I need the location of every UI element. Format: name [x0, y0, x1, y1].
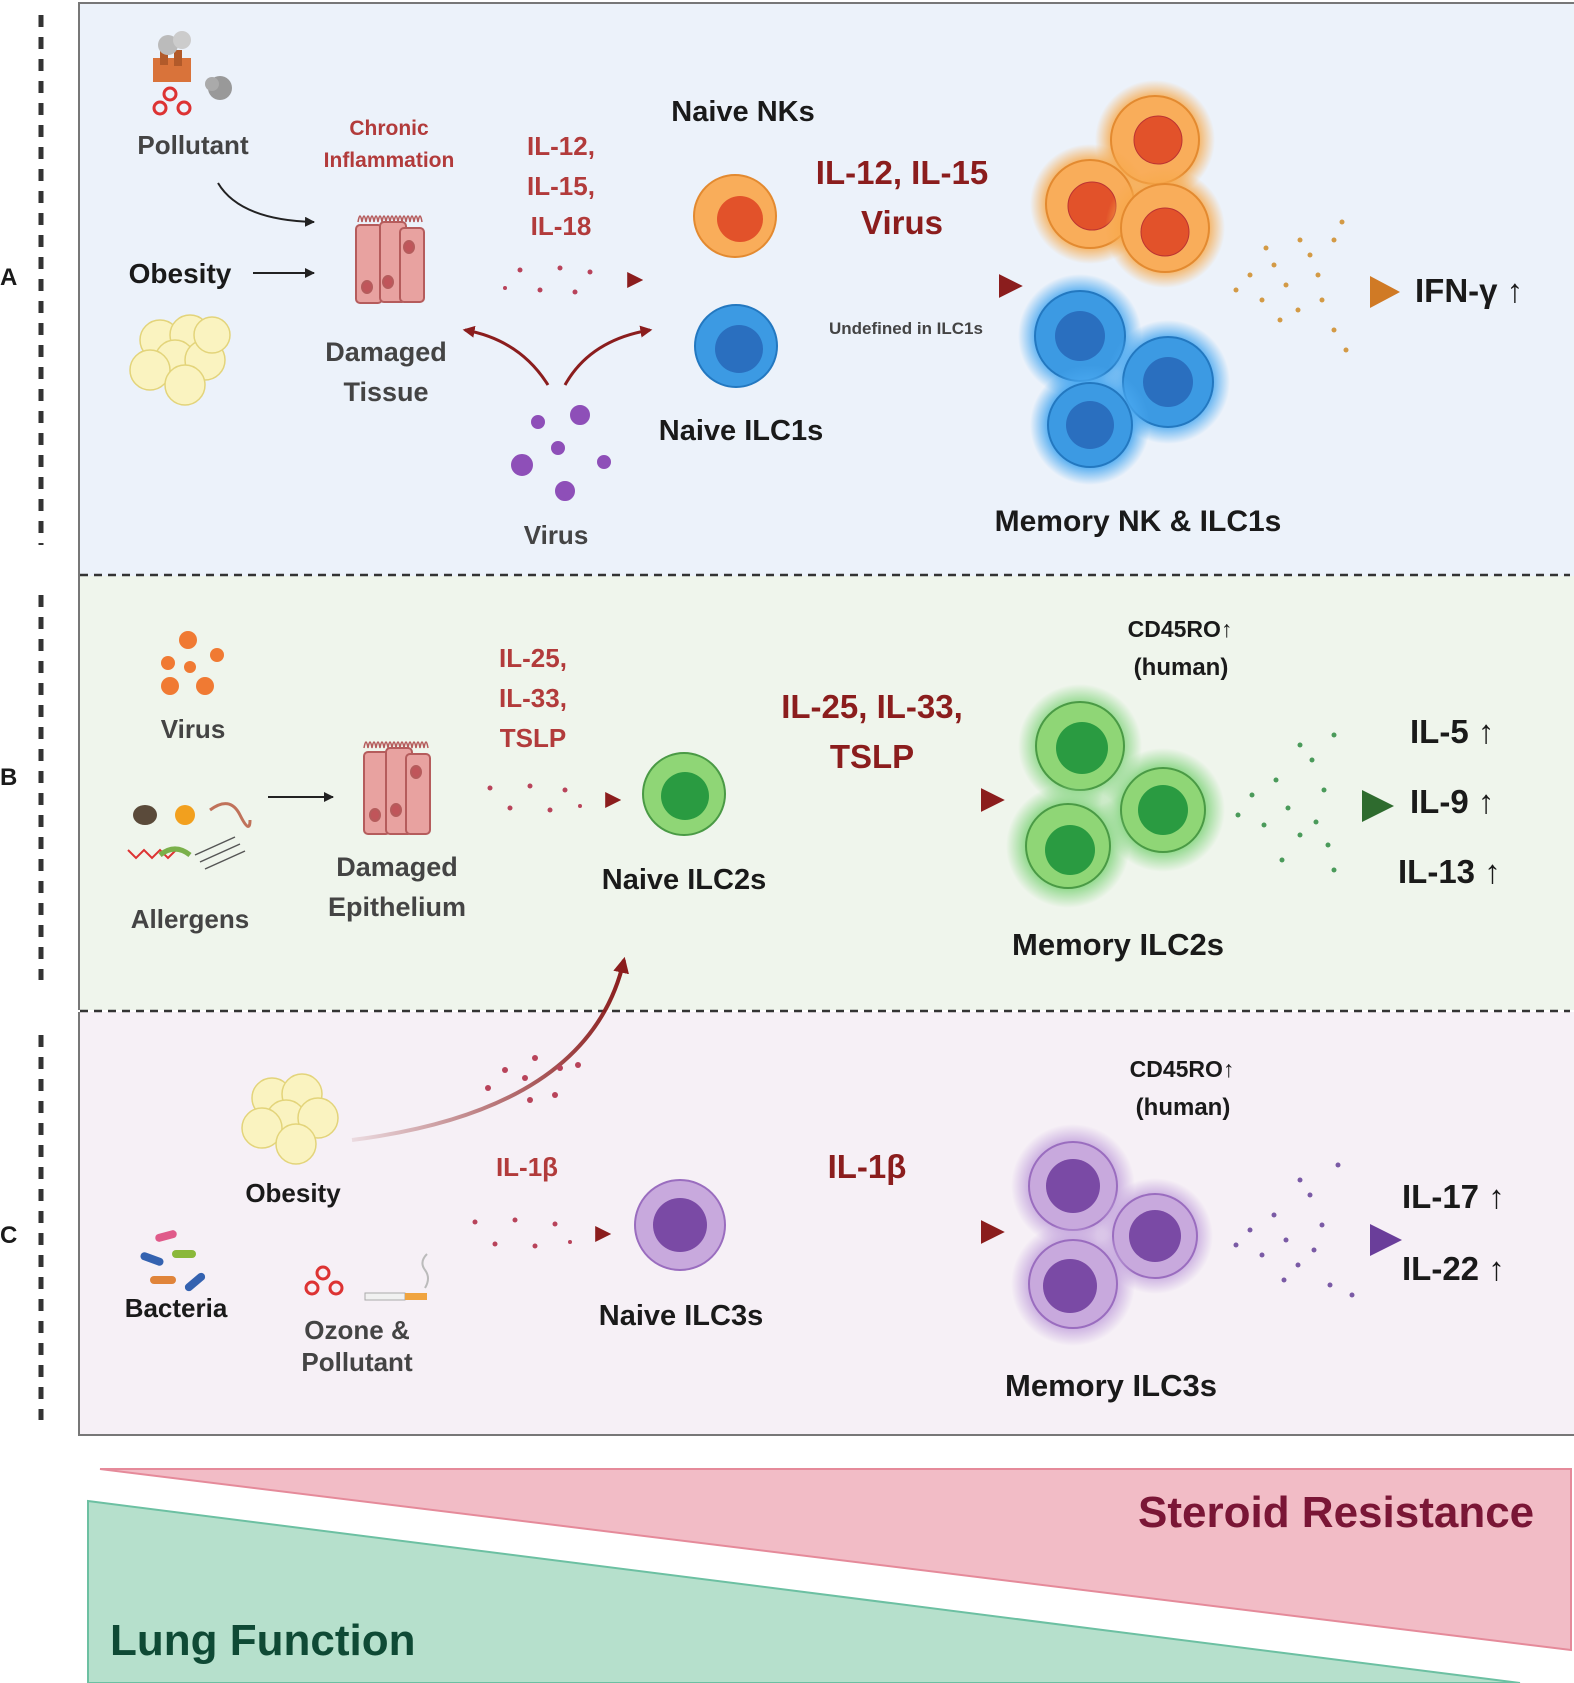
memory-nk-cells: [1030, 80, 1225, 288]
allergen-icon: [127, 802, 252, 870]
il-dots-c: [1233, 1162, 1355, 1298]
il-dots-b: [1235, 732, 1337, 873]
memory-ilc1-cells: [1018, 274, 1230, 485]
damaged-label-a: Damaged: [325, 337, 447, 367]
naive-nks-label: Naive NKs: [671, 96, 815, 128]
virus-label-a: Virus: [523, 520, 589, 550]
molecule-icon: [304, 1265, 344, 1296]
lung-function-label: Lung Function: [110, 1616, 416, 1665]
ozone-label: Ozone &: [304, 1315, 410, 1345]
bacteria-icon: [140, 1230, 206, 1292]
fat-cells-icon: [129, 314, 231, 406]
cytokine-il1b-large: IL-1β: [827, 1148, 907, 1185]
naive-ilc2s-label: Naive ILC2s: [601, 864, 767, 896]
cytokines-large-a1: IL-12, IL-15: [815, 154, 989, 191]
memory-ilc2s-label: Memory ILC2s: [1012, 927, 1224, 962]
cytokine-il18: IL-18: [530, 211, 592, 241]
cytokine-tslp: TSLP: [499, 723, 567, 753]
il22-label: IL-22 ↑: [1402, 1250, 1505, 1287]
il9-label: IL-9 ↑: [1410, 783, 1495, 820]
bacteria-label: Bacteria: [124, 1293, 228, 1323]
virus-icon: [511, 405, 611, 501]
memory-ilc3-cells: [1011, 1124, 1213, 1346]
obesity-label-a: Obesity: [128, 258, 232, 289]
pollutant-label-c: Pollutant: [301, 1347, 413, 1377]
cytokine-dots-c: [472, 1217, 572, 1249]
inflammation-label: Inflammation: [323, 149, 455, 172]
cytokine-il25: IL-25,: [499, 643, 567, 673]
cytokine-dots-a: [503, 265, 593, 295]
epithelium-label: Epithelium: [327, 892, 467, 922]
epithelial-cells-icon: [355, 215, 425, 304]
cytokine-dots-curve: [485, 1055, 581, 1103]
cd45ro-label-c: CD45RO↑: [1129, 1056, 1235, 1082]
pollutant-label: Pollutant: [137, 130, 249, 160]
il13-label: IL-13 ↑: [1398, 853, 1501, 890]
virus-label-b: Virus: [160, 714, 226, 744]
human-label-c: (human): [1135, 1094, 1231, 1121]
undefined-note: Undefined in ILC1s: [829, 319, 983, 338]
allergens-label: Allergens: [130, 904, 250, 934]
tissue-label: Tissue: [343, 377, 429, 407]
ifn-gamma-label: IFN-γ ↑: [1415, 272, 1524, 309]
panel-c: [78, 1012, 1574, 1436]
molecule-icon: [152, 86, 192, 116]
obesity-label-c: Obesity: [245, 1178, 341, 1208]
virus-icon: [161, 631, 224, 695]
memory-ilc3s-label: Memory ILC3s: [1005, 1368, 1217, 1403]
panel-letter-a: A: [0, 264, 18, 291]
cytokine-dots-b: [487, 783, 582, 813]
il5-label: IL-5 ↑: [1410, 713, 1495, 750]
panel-letter-b: B: [0, 764, 18, 791]
chronic-label: Chronic: [349, 117, 429, 140]
panel-letter-c: C: [0, 1222, 18, 1249]
damaged-label-b: Damaged: [336, 852, 458, 882]
ifng-dots: [1233, 219, 1349, 353]
cd45ro-label-b: CD45RO↑: [1127, 616, 1233, 642]
fat-cells-icon: [241, 1073, 339, 1165]
naive-ilc2-cell: [642, 752, 726, 836]
naive-ilc1s-label: Naive ILC1s: [658, 415, 824, 447]
naive-ilc3-cell: [634, 1179, 726, 1271]
memory-ilc2-cells: [1006, 684, 1225, 908]
epithelial-cells-icon: [363, 741, 431, 835]
factory-icon: [153, 31, 232, 100]
naive-ilc3s-label: Naive ILC3s: [598, 1300, 764, 1332]
human-label-b: (human): [1133, 654, 1229, 681]
naive-nk-cell: [693, 174, 777, 258]
memory-nk-ilc1s-label: Memory NK & ILC1s: [994, 505, 1282, 538]
cytokines-large-a2: Virus: [861, 204, 943, 241]
il17-label: IL-17 ↑: [1402, 1178, 1505, 1215]
cytokine-il1b-small: IL-1β: [495, 1152, 559, 1182]
steroid-resistance-wedge: [99, 1468, 1572, 1652]
cytokine-il15: IL-15,: [527, 171, 595, 201]
naive-ilc1-cell: [694, 304, 778, 388]
cytokine-il33: IL-33,: [499, 683, 567, 713]
cytokines-large-b1: IL-25, IL-33,: [781, 688, 963, 725]
cytokines-large-b2: TSLP: [829, 738, 915, 775]
steroid-resistance-label: Steroid Resistance: [1138, 1488, 1535, 1537]
cytokine-il12: IL-12,: [527, 131, 595, 161]
lung-function-wedge: [87, 1499, 1521, 1683]
cigarette-icon: [364, 1253, 429, 1301]
